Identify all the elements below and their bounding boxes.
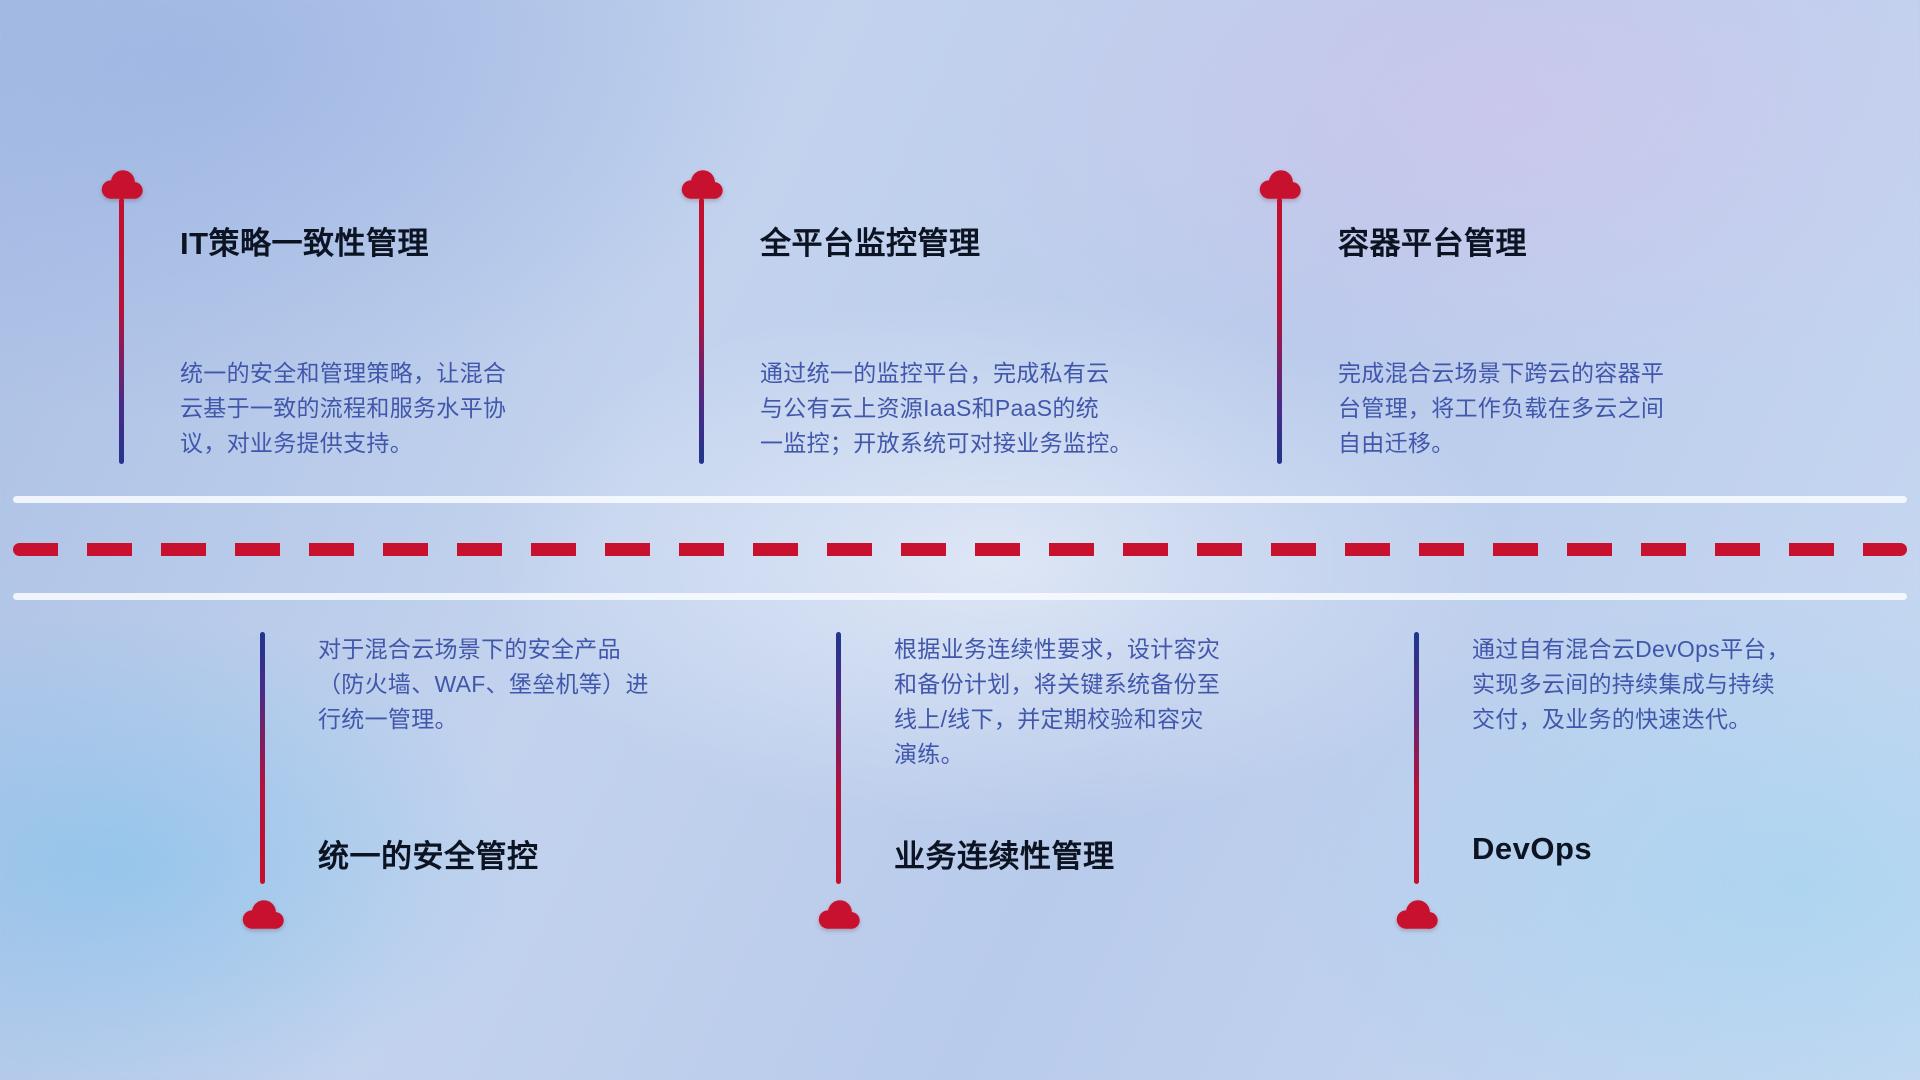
cloud-icon: [240, 898, 286, 930]
timeline-pole: [699, 198, 704, 464]
cloud-icon: [99, 168, 145, 200]
divider-solid-bottom: [13, 593, 1907, 600]
feature-title: 统一的安全管控: [318, 839, 539, 874]
cloud-icon: [679, 168, 725, 200]
feature-title: DevOps: [1472, 831, 1593, 866]
feature-description: 通过自有混合云DevOps平台， 实现多云间的持续集成与持续 交付，及业务的快速…: [1472, 636, 1790, 732]
timeline-pole: [1414, 632, 1419, 884]
feature-description: 对于混合云场景下的安全产品 （防火墙、WAF、堡垒机等）进 行统一管理。: [318, 636, 649, 732]
feature-title: 全平台监控管理: [760, 226, 981, 261]
feature-description: 根据业务连续性要求，设计容灾 和备份计划，将关键系统备份至 线上/线下，并定期校…: [894, 636, 1221, 767]
timeline-pole: [1277, 198, 1282, 464]
timeline-pole: [836, 632, 841, 884]
divider-solid-top: [13, 496, 1907, 503]
timeline-pole: [260, 632, 265, 884]
feature-title: 容器平台管理: [1338, 226, 1527, 261]
cloud-icon: [1257, 168, 1303, 200]
feature-title: 业务连续性管理: [894, 839, 1115, 874]
feature-description: 通过统一的监控平台，完成私有云 与公有云上资源IaaS和PaaS的统 一监控；开…: [760, 360, 1133, 456]
divider-dashed-center: [13, 543, 1907, 556]
feature-description: 完成混合云场景下跨云的容器平 台管理，将工作负载在多云之间 自由迁移。: [1338, 360, 1665, 456]
cloud-icon: [1394, 898, 1440, 930]
feature-title: IT策略一致性管理: [180, 226, 430, 261]
timeline-pole: [119, 198, 124, 464]
feature-description: 统一的安全和管理策略，让混合 云基于一致的流程和服务水平协 议，对业务提供支持。: [180, 360, 507, 456]
cloud-icon: [816, 898, 862, 930]
